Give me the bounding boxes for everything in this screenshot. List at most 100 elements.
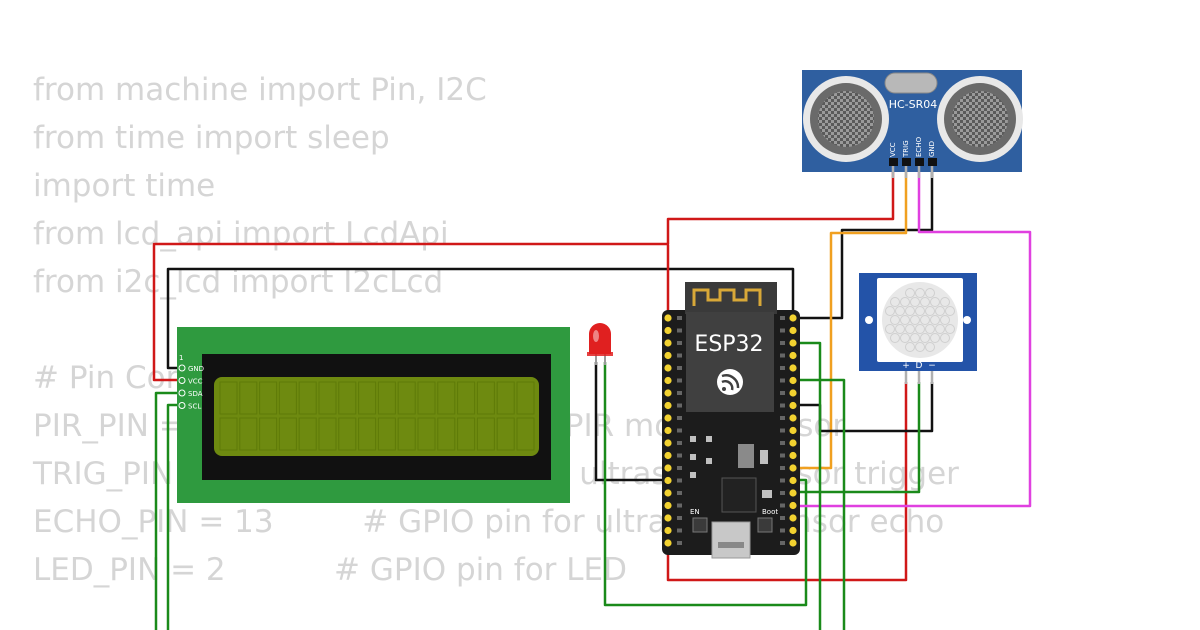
esp32-pin-right[interactable]: [789, 389, 797, 397]
pir-lens-cell: [915, 342, 925, 352]
lcd-cell: [358, 381, 377, 415]
esp32-pin-left[interactable]: [664, 364, 672, 372]
esp32-pin-silk: [780, 453, 785, 458]
pir-lens-cell: [925, 324, 935, 334]
esp32-pin-left[interactable]: [664, 514, 672, 522]
wire-lcd-sda: [154, 391, 180, 630]
esp32-pin-left[interactable]: [664, 489, 672, 497]
esp32-pin-silk: [780, 378, 785, 383]
esp32-pin-right[interactable]: [789, 351, 797, 360]
esp32-en-button[interactable]: [692, 517, 708, 533]
esp32-pin-right[interactable]: [789, 439, 797, 447]
esp32-pin-right[interactable]: [789, 339, 797, 347]
lcd-cell: [377, 381, 396, 415]
lcd-pin[interactable]: [178, 377, 186, 384]
esp32-pin-silk: [677, 503, 682, 508]
esp32-pin-right[interactable]: [789, 451, 797, 460]
esp32-pin-silk: [677, 441, 682, 445]
esp32-pin-silk: [677, 453, 682, 458]
esp32-usb-port: [711, 521, 751, 559]
esp32-pin-left[interactable]: [664, 501, 672, 510]
esp32-pin-right[interactable]: [789, 476, 797, 485]
esp32-pin-left[interactable]: [664, 539, 672, 547]
esp32-pin-left[interactable]: [664, 389, 672, 397]
pir-lens-cell: [890, 333, 900, 343]
pir-lens-cell: [890, 315, 900, 325]
esp32-pin-left[interactable]: [664, 426, 672, 435]
esp32-pin-left[interactable]: [664, 339, 672, 347]
esp32-pin-right[interactable]: [789, 539, 797, 547]
esp32-pin-left[interactable]: [664, 376, 672, 385]
lcd-cell: [397, 381, 416, 415]
hcsr04-pin[interactable]: [902, 158, 911, 166]
pir-lens-cell: [895, 324, 905, 334]
esp32-pin-right[interactable]: [789, 314, 797, 322]
esp32-pin-left[interactable]: [664, 526, 672, 535]
wire-pir-data: [793, 382, 921, 494]
esp32-antenna: [685, 282, 777, 314]
pir-lens-cell: [940, 297, 950, 307]
esp32-pin-left[interactable]: [664, 351, 672, 360]
pir-lens-cell: [905, 306, 915, 316]
wire-lcd-scl: [166, 403, 180, 630]
esp32-pin-right[interactable]: [789, 514, 797, 522]
hcsr04-pin[interactable]: [915, 158, 924, 166]
esp32-pin-silk: [780, 478, 785, 483]
wire-lcd-vcc: [152, 168, 895, 382]
esp32-pin-silk: [780, 503, 785, 508]
lcd-pin[interactable]: [178, 364, 186, 372]
esp32-pin-silk: [780, 316, 785, 320]
lcd-pin[interactable]: [178, 389, 186, 397]
hcsr04-title: HC-SR04: [889, 98, 938, 111]
esp32-pin-left[interactable]: [664, 401, 672, 410]
esp32-pin-right[interactable]: [789, 364, 797, 372]
esp32-boot-button[interactable]: [757, 517, 773, 533]
esp32-pin-left[interactable]: [664, 476, 672, 485]
lcd-cell: [259, 417, 278, 451]
esp32-pin-left[interactable]: [664, 414, 672, 422]
esp32-pin-right[interactable]: [789, 489, 797, 497]
esp32-pin-silk: [780, 491, 785, 495]
esp32-pin-right[interactable]: [789, 501, 797, 510]
esp32-pin-right[interactable]: [789, 526, 797, 535]
esp32-pin-left[interactable]: [664, 464, 672, 472]
lcd-cell: [377, 417, 396, 451]
esp32-pin-silk: [677, 528, 682, 533]
esp32-pin-right[interactable]: [789, 401, 797, 410]
lcd-cell: [298, 417, 317, 451]
pir-lens-cell: [945, 306, 955, 316]
pir-lens-cell: [900, 333, 910, 343]
esp32-pin-silk: [780, 353, 785, 358]
pir-lens-cell: [910, 297, 920, 307]
esp32-pin-left[interactable]: [664, 326, 672, 335]
esp32-pin-silk: [677, 541, 682, 545]
pir-lens-cell: [935, 324, 945, 334]
lcd-pin-label: SCL: [188, 403, 201, 411]
hcsr04-pin[interactable]: [928, 158, 937, 166]
lcd-pin[interactable]: [178, 402, 186, 409]
code-line: from time import sleep: [33, 120, 390, 156]
esp32-pin-silk: [677, 478, 682, 483]
lcd-cell: [457, 417, 476, 451]
esp32-pin-right[interactable]: [789, 426, 797, 435]
pir-lens-cell: [910, 333, 920, 343]
esp32-pin-right[interactable]: [789, 326, 797, 335]
esp32-pin-silk: [780, 516, 785, 520]
pir-lens-cell: [935, 306, 945, 316]
lcd-cell: [476, 381, 495, 415]
esp32-pin-right[interactable]: [789, 376, 797, 385]
esp32-pin-left[interactable]: [664, 314, 672, 322]
esp32-pin-left[interactable]: [664, 439, 672, 447]
esp32-pin-left[interactable]: [664, 451, 672, 460]
esp32-pin-right[interactable]: [789, 414, 797, 422]
lcd-cell: [397, 417, 416, 451]
esp32-pin-right[interactable]: [789, 464, 797, 472]
hcsr04-pin[interactable]: [889, 158, 898, 166]
esp32-pin-silk: [780, 416, 785, 420]
lcd-pin-label: GND: [188, 365, 204, 373]
pir-lens-cell: [920, 315, 930, 325]
lcd-cell: [457, 381, 476, 415]
